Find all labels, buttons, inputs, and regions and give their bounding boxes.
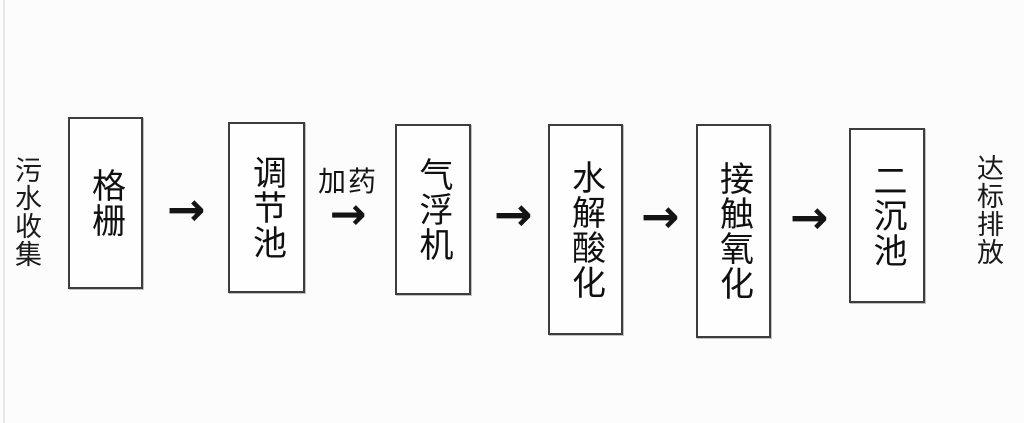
flow-arrow-icon: → (641, 189, 680, 243)
sink-label: 达标排放 (973, 154, 1003, 266)
dosing-group: 加药 → (313, 166, 383, 240)
process-box-label: 调节池 (247, 155, 286, 260)
process-box-hydrolysis-acidification: 水解酸化 (548, 124, 623, 335)
flow-arrow-icon: → (790, 190, 829, 244)
process-box-label: 格栅 (86, 168, 125, 238)
dosing-label: 加药 (317, 166, 378, 197)
flow-arrow-icon: → (494, 187, 533, 241)
process-box-label: 气浮机 (414, 157, 452, 262)
source-label: 污水收集 (11, 156, 41, 268)
process-box-contact-oxidation: 接触氧化 (696, 124, 771, 338)
process-box-air-flotation: 气浮机 (395, 124, 471, 295)
left-edge-divider (3, 0, 5, 423)
process-box-regulating-tank: 调节池 (228, 122, 305, 293)
process-box-label: 接触氧化 (714, 161, 753, 301)
flow-arrow-icon: → (329, 189, 367, 240)
flow-arrow-icon: → (167, 182, 206, 236)
process-box-label: 水解酸化 (566, 159, 605, 300)
process-box-bar-screen: 格栅 (68, 117, 143, 289)
process-box-secondary-clarifier: 二沉池 (849, 128, 925, 303)
process-box-label: 二沉池 (868, 163, 906, 268)
